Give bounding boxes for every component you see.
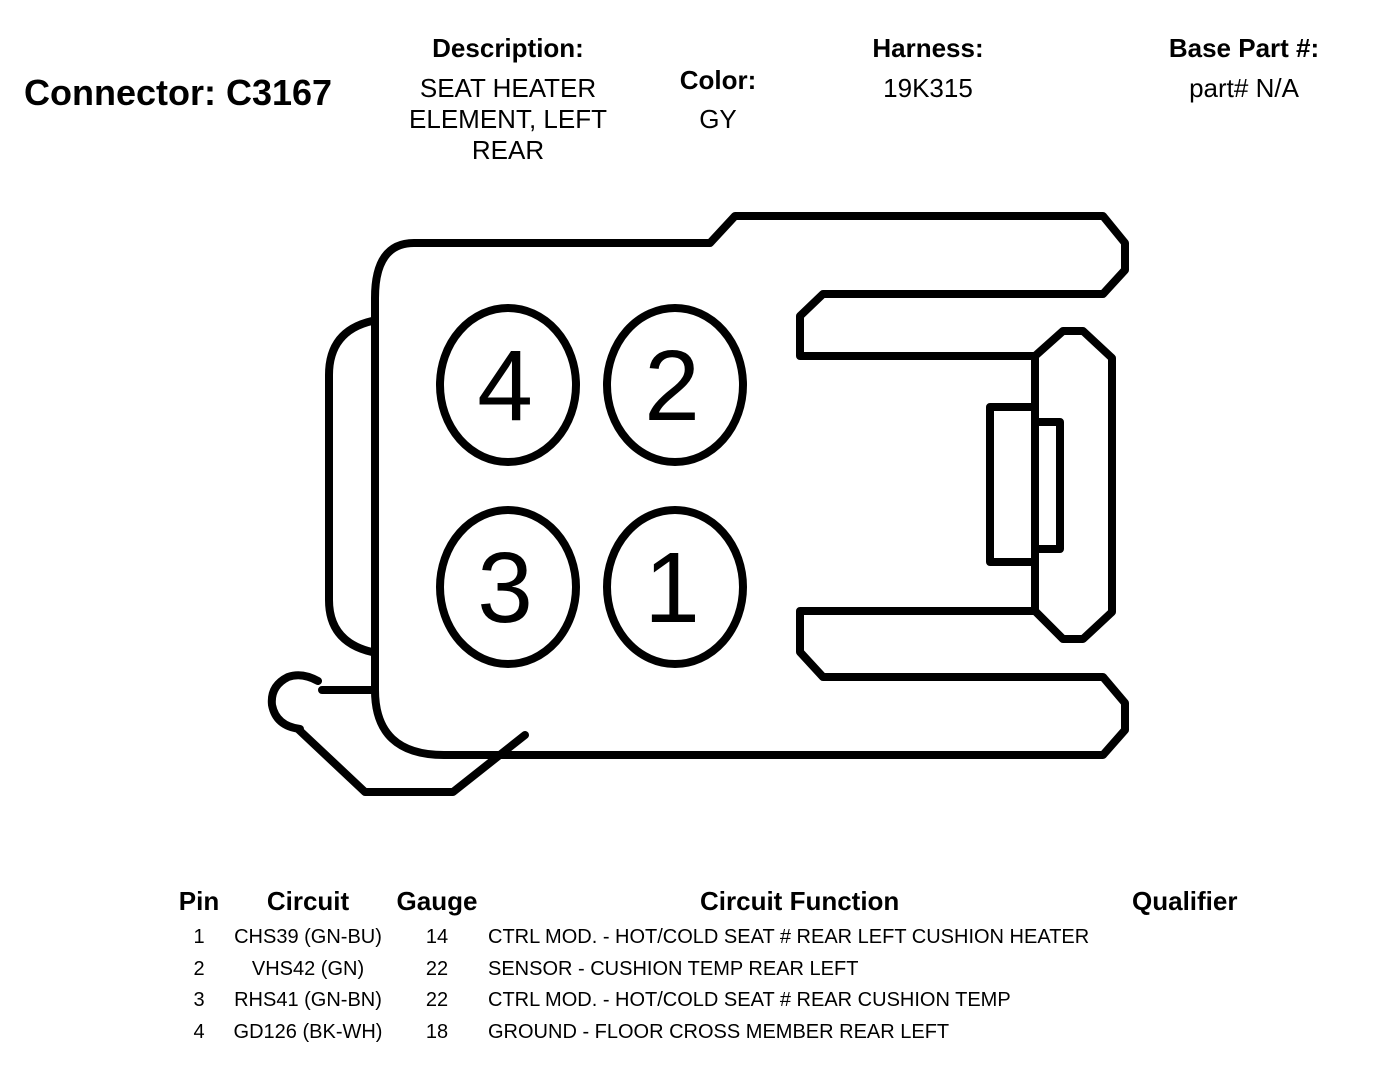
cell-circuit: CHS39 (GN-BU) [234,926,382,948]
cell-pin: 2 [193,958,205,980]
col-header-circuit: Circuit [266,886,350,916]
right-key [1031,327,1116,643]
col-header-pin: Pin [178,886,220,916]
cell-gauge: 18 [425,1021,449,1043]
connector-housing [371,212,1129,759]
col-header-qualifier: Qualifier [1132,886,1238,916]
base-part-value: part# N/A [1189,73,1299,103]
pin-cavity-4 [436,304,580,466]
cell-function: CTRL MOD. - HOT/COLD SEAT # REAR LEFT CU… [488,926,1090,948]
cell-circuit: GD126 (BK-WH) [233,1021,383,1043]
col-header-gauge: Gauge [396,886,478,916]
pin-cavity-2 [603,304,747,466]
pin-cavity-1 [603,506,747,668]
pin-number-4: 4 [477,330,533,442]
pin-number-1: 1 [644,532,700,644]
description-label: Description: [432,33,584,63]
connector-title: Connector: C3167 [24,72,333,113]
cell-circuit: RHS41 (GN-BN) [234,989,382,1011]
key-slot-inner [1031,418,1064,553]
cell-function: SENSOR - CUSHION TEMP REAR LEFT [488,958,859,980]
color-label: Color: [679,65,757,95]
pin-cavity-3 [436,506,580,668]
cell-function: GROUND - FLOOR CROSS MEMBER REAR LEFT [488,1021,950,1043]
pin-number-2: 2 [644,330,700,442]
cell-gauge: 14 [425,926,449,948]
cell-pin: 3 [193,989,205,1011]
cell-pin: 4 [193,1021,205,1043]
cell-function: CTRL MOD. - HOT/COLD SEAT # REAR CUSHION… [488,989,1011,1011]
cell-gauge: 22 [425,958,449,980]
base-part-label: Base Part #: [1168,33,1320,63]
latch-tab [267,671,529,796]
harness-label: Harness: [872,33,984,63]
pin-number-3: 3 [477,532,533,644]
description-value: SEAT HEATER ELEMENT, LEFT REAR [409,73,607,165]
harness-value: 19K315 [883,73,973,103]
cell-circuit: VHS42 (GN) [251,958,365,980]
color-value: GY [699,104,737,134]
col-header-function: Circuit Function [700,886,900,916]
connector-diagram: 4 2 3 1 [267,212,1129,796]
key-slot [986,403,1039,566]
cell-pin: 1 [193,926,205,948]
left-rib [325,317,376,656]
cell-gauge: 22 [425,989,449,1011]
